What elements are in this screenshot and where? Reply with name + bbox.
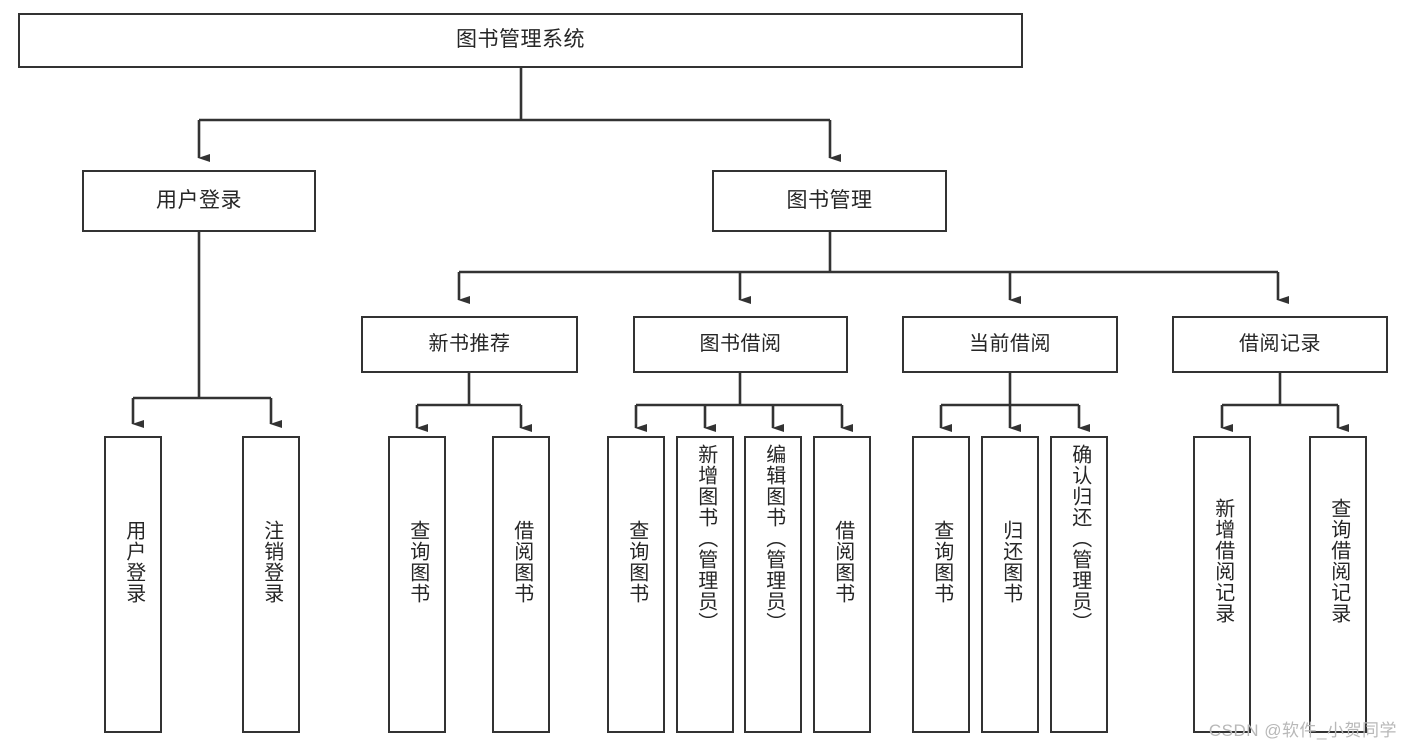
- node-leaf-borrow-book-label: 借阅图书: [831, 520, 854, 604]
- node-leaf-borrow-book-recommend-label: 借阅图书: [510, 520, 533, 604]
- node-leaf-user-login-label: 用户登录: [122, 520, 145, 604]
- node-leaf-query-book-current-label: 查询图书: [930, 520, 953, 604]
- node-leaf-query-borrow-record-label: 查询借阅记录: [1327, 498, 1350, 624]
- node-leaf-borrow-book-recommend[interactable]: 借阅图书: [492, 436, 550, 733]
- node-leaf-edit-book[interactable]: 编辑图书（管理员）: [744, 436, 802, 733]
- node-leaf-query-book-recommend[interactable]: 查询图书: [388, 436, 446, 733]
- node-current-borrow[interactable]: 当前借阅: [902, 316, 1118, 373]
- node-new-book-recommend-label: 新书推荐: [428, 333, 511, 355]
- node-book-borrow-label: 图书借阅: [699, 333, 782, 355]
- node-book-manage[interactable]: 图书管理: [712, 170, 947, 232]
- node-borrow-record[interactable]: 借阅记录: [1172, 316, 1388, 373]
- node-user-login[interactable]: 用户登录: [82, 170, 316, 232]
- node-current-borrow-label: 当前借阅: [969, 333, 1051, 355]
- node-root[interactable]: 图书管理系统: [18, 13, 1023, 68]
- node-leaf-confirm-return-label: 确认归还（管理员）: [1068, 444, 1091, 633]
- node-leaf-return-book[interactable]: 归还图书: [981, 436, 1039, 733]
- node-leaf-return-book-label: 归还图书: [999, 520, 1022, 604]
- node-leaf-confirm-return[interactable]: 确认归还（管理员）: [1050, 436, 1108, 733]
- node-leaf-edit-book-label: 编辑图书（管理员）: [762, 444, 785, 633]
- node-leaf-add-borrow-record[interactable]: 新增借阅记录: [1193, 436, 1251, 733]
- node-leaf-query-book-borrow-label: 查询图书: [625, 520, 648, 604]
- node-book-borrow[interactable]: 图书借阅: [633, 316, 848, 373]
- node-leaf-add-borrow-record-label: 新增借阅记录: [1211, 498, 1234, 624]
- node-borrow-record-label: 借阅记录: [1239, 333, 1321, 355]
- node-leaf-add-book[interactable]: 新增图书（管理员）: [676, 436, 734, 733]
- node-leaf-query-book-current[interactable]: 查询图书: [912, 436, 970, 733]
- node-leaf-user-login[interactable]: 用户登录: [104, 436, 162, 733]
- node-user-login-label: 用户登录: [156, 188, 242, 212]
- node-leaf-add-book-label: 新增图书（管理员）: [694, 444, 717, 633]
- node-book-manage-label: 图书管理: [786, 188, 873, 212]
- node-leaf-logout[interactable]: 注销登录: [242, 436, 300, 733]
- node-leaf-logout-label: 注销登录: [260, 520, 283, 604]
- watermark: CSDN @软件_小贺同学: [1208, 721, 1397, 740]
- node-leaf-borrow-book[interactable]: 借阅图书: [813, 436, 871, 733]
- node-leaf-query-borrow-record[interactable]: 查询借阅记录: [1309, 436, 1367, 733]
- node-leaf-query-book-recommend-label: 查询图书: [406, 520, 429, 604]
- node-root-label: 图书管理系统: [456, 28, 585, 52]
- node-new-book-recommend[interactable]: 新书推荐: [361, 316, 578, 373]
- node-leaf-query-book-borrow[interactable]: 查询图书: [607, 436, 665, 733]
